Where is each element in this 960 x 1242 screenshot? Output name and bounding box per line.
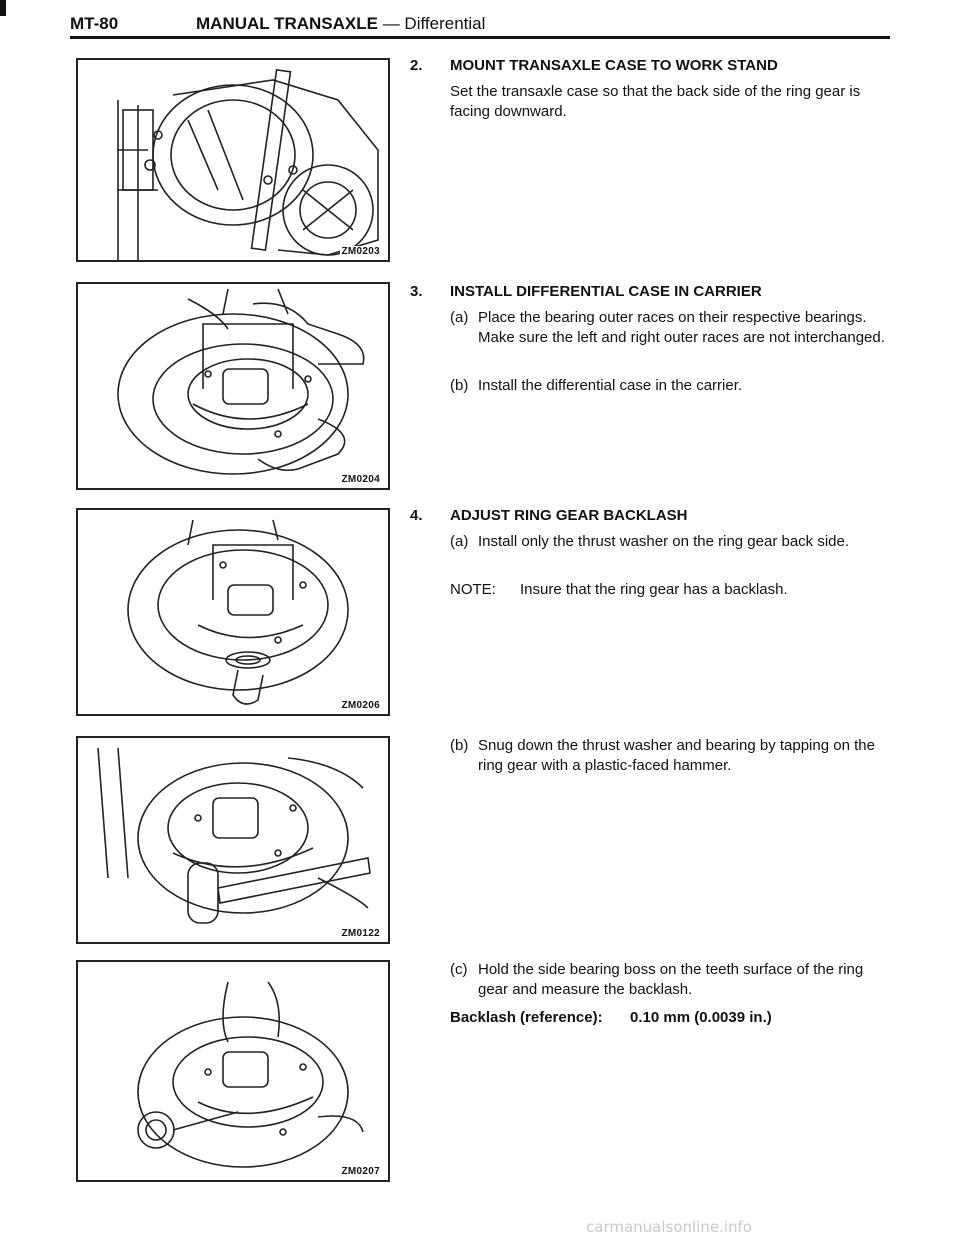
step-title: INSTALL DIFFERENTIAL CASE IN CARRIER: [450, 283, 762, 300]
substep-label: (a): [450, 309, 469, 326]
dial-indicator-backlash-illustration: [137, 981, 364, 1168]
watermark: carmanualsonline.info: [586, 1218, 752, 1236]
spec-value: 0.10 mm (0.0039 in.): [630, 1009, 772, 1026]
step-title: ADJUST RING GEAR BACKLASH: [450, 507, 688, 524]
subsection-title: — Differential: [382, 14, 486, 33]
substep-text: Snug down the thrust washer and bearing …: [478, 737, 875, 774]
note-label: NOTE:: [450, 581, 496, 598]
substep-text: Install the differential case in the car…: [478, 377, 743, 394]
differential-case-install-illustration: [117, 288, 365, 475]
hammer-tapping-ring-gear-illustration: [97, 747, 371, 924]
step-title: MOUNT TRANSAXLE CASE TO WORK STAND: [450, 57, 778, 74]
step-number: 4.: [410, 507, 423, 524]
substep-label: (a): [450, 533, 469, 550]
page-header: MT-80 MANUAL TRANSAXLE — Differential: [70, 12, 890, 42]
page-number: MT-80: [70, 14, 119, 33]
step-number: 2.: [410, 57, 423, 74]
figure-zm0122: ZM0122: [76, 736, 390, 944]
substep-text: Place the bearing outer races on their r…: [478, 309, 885, 346]
figure-code: ZM0207: [339, 1166, 382, 1177]
substep-label: (c): [450, 961, 468, 978]
figure-code: ZM0122: [339, 928, 382, 939]
spec-label: Backlash (reference):: [450, 1009, 603, 1026]
figure-code: ZM0206: [339, 700, 382, 711]
header-rule: [70, 36, 890, 39]
figure-zm0203: ZM0203: [76, 58, 390, 262]
substep-text: Hold the side bearing boss on the teeth …: [478, 961, 864, 998]
substep-text: Install only the thrust washer on the ri…: [478, 533, 850, 550]
step-text: Set the transaxle case so that the back …: [450, 83, 861, 120]
transaxle-case-on-stand-illustration: [117, 68, 379, 260]
thrust-washer-install-illustration: [127, 519, 349, 705]
figure-code: ZM0203: [339, 246, 382, 257]
backlash-spec: Backlash (reference): 0.10 mm (0.0039 in…: [450, 1008, 772, 1028]
step-number: 3.: [410, 283, 423, 300]
substep-label: (b): [450, 377, 469, 394]
figure-zm0207: ZM0207: [76, 960, 390, 1182]
figure-zm0206: ZM0206: [76, 508, 390, 716]
section-title: MANUAL TRANSAXLE: [196, 14, 378, 33]
corner-mark: [0, 0, 6, 16]
figure-code: ZM0204: [339, 474, 382, 485]
page-title: MANUAL TRANSAXLE — Differential: [196, 14, 485, 34]
note-text: Insure that the ring gear has a backlash…: [520, 581, 788, 598]
figure-zm0204: ZM0204: [76, 282, 390, 490]
substep-label: (b): [450, 737, 469, 754]
